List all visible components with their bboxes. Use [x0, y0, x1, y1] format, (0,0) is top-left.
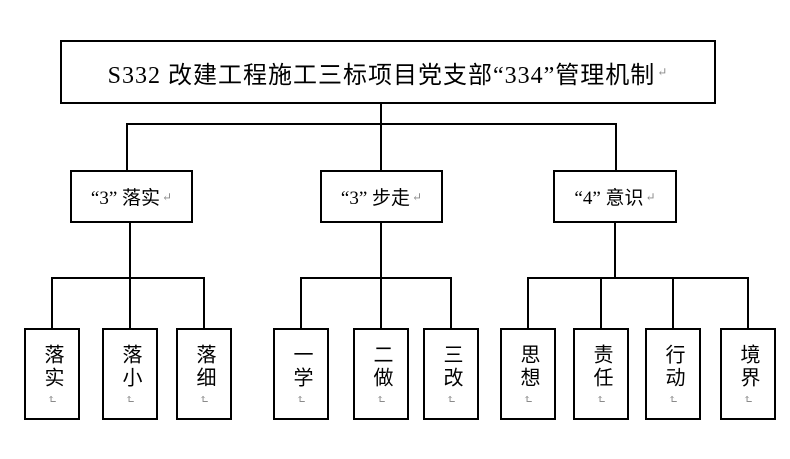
line-break-mark-icon: ↵	[294, 393, 308, 404]
line-break-mark-icon: ↵	[666, 393, 680, 404]
child-box-yixue: 一学 ↵	[273, 328, 329, 420]
group-label: “3” 步走	[340, 188, 411, 209]
connector-drop-g2c3	[450, 277, 452, 328]
line-break-mark-icon: ↵	[374, 393, 388, 404]
connector-drop-g2c1	[300, 277, 302, 328]
child-label: 一学	[290, 343, 312, 390]
child-label: 落实	[41, 343, 63, 390]
group-box-4yishi: “4” 意识↵	[553, 170, 677, 223]
child-box-sangai: 三改 ↵	[423, 328, 479, 420]
child-box-jingjie: 境界 ↵	[720, 328, 776, 420]
child-box-luoxi: 落细 ↵	[176, 328, 232, 420]
child-box-luoshi: 落实 ↵	[24, 328, 80, 420]
line-break-mark-icon: ↵	[123, 393, 137, 404]
line-break-mark-icon: ↵	[162, 189, 173, 204]
child-label: 三改	[440, 343, 462, 390]
line-break-mark-icon: ↵	[521, 393, 535, 404]
line-break-mark-icon: ↵	[45, 393, 59, 404]
connector-drop-group1	[126, 123, 128, 170]
child-label: 二做	[370, 343, 392, 390]
line-break-mark-icon: ↵	[741, 393, 755, 404]
child-box-xingdong: 行动 ↵	[645, 328, 701, 420]
line-break-mark-icon: ↵	[197, 393, 211, 404]
connector-rail-group3	[527, 277, 749, 279]
child-label: 行动	[662, 343, 684, 390]
child-box-zeren: 责任 ↵	[573, 328, 629, 420]
connector-title-stub	[380, 104, 382, 170]
child-box-sixiang: 思想 ↵	[500, 328, 556, 420]
group-box-3luoshi: “3” 落实↵	[70, 170, 193, 223]
group-label: “4” 意识	[574, 188, 644, 209]
connector-group1-stub	[129, 223, 131, 328]
child-label: 思想	[517, 343, 539, 390]
title-text: S332 改建工程施工三标项目党支部“334”管理机制	[107, 62, 656, 89]
line-break-mark-icon: ↵	[412, 189, 423, 204]
connector-drop-g3c3	[672, 277, 674, 328]
group-box-3buzou: “3” 步走↵	[320, 170, 443, 223]
title-box: S332 改建工程施工三标项目党支部“334”管理机制↵	[60, 40, 716, 104]
connector-group2-stub	[380, 223, 382, 328]
child-box-erzuo: 二做 ↵	[353, 328, 409, 420]
group-label: “3” 落实	[90, 188, 161, 209]
connector-drop-g1c1	[51, 277, 53, 328]
line-break-mark-icon: ↵	[657, 65, 669, 79]
line-break-mark-icon: ↵	[444, 393, 458, 404]
connector-rail-level1	[126, 123, 617, 125]
connector-rail-group2	[300, 277, 452, 279]
line-break-mark-icon: ↵	[645, 189, 656, 204]
connector-drop-g3c4	[747, 277, 749, 328]
child-label: 境界	[737, 343, 759, 390]
connector-drop-g3c1	[527, 277, 529, 328]
connector-drop-g1c3	[203, 277, 205, 328]
line-break-mark-icon: ↵	[594, 393, 608, 404]
child-box-luoxiao: 落小 ↵	[102, 328, 158, 420]
connector-rail-group1	[51, 277, 205, 279]
child-label: 落小	[119, 343, 141, 390]
connector-drop-g3c2	[600, 277, 602, 328]
child-label: 落细	[193, 343, 215, 390]
child-label: 责任	[590, 343, 612, 390]
connector-drop-group3	[615, 123, 617, 170]
connector-group3-stub	[614, 223, 616, 279]
